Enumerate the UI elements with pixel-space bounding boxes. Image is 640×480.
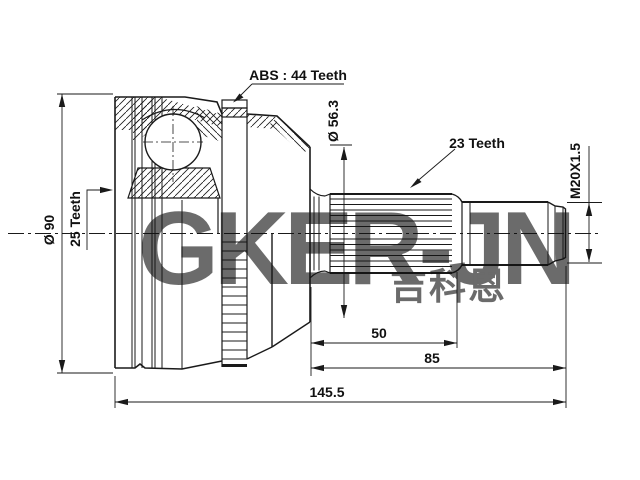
arrow-up xyxy=(585,203,593,216)
shaft-spline-label: 23 Teeth xyxy=(449,135,505,151)
dim-85-label: 85 xyxy=(424,350,440,366)
shaft xyxy=(309,188,567,279)
inner-spline-label: 25 Teeth xyxy=(67,191,83,247)
bell-chamfer-hatch xyxy=(270,117,310,154)
bell-bottom-step xyxy=(246,346,273,360)
inner-race-section xyxy=(127,167,221,199)
race-diameter-label: Ø 56.3 xyxy=(325,100,341,142)
watermark-latin-text: GKER-JN xyxy=(138,191,571,307)
cage-hatch-right xyxy=(196,106,222,142)
dim-total-length xyxy=(114,376,566,408)
arrow-down-left xyxy=(233,93,244,103)
spline-section xyxy=(329,193,471,274)
arrow-right xyxy=(553,364,566,372)
watermark-cjk-text: 吉科恩 xyxy=(390,266,507,307)
arrow-right xyxy=(100,186,113,194)
abs-teeth-label: ABS : 44 Teeth xyxy=(249,67,347,83)
abs-ring-teeth-strip xyxy=(222,241,247,367)
dim-spline-length xyxy=(310,272,458,376)
thread-label: M20X1.5 xyxy=(567,143,583,199)
abs-ring xyxy=(221,99,248,367)
leader-abs xyxy=(233,83,344,103)
watermark: GKER-JN 吉科恩 xyxy=(138,191,576,307)
arrow-down-left xyxy=(410,178,422,188)
arrow-up xyxy=(58,94,66,107)
bell-bottom-chamfer xyxy=(271,234,311,348)
arrow-right xyxy=(444,339,457,347)
leader-shaft-spline xyxy=(410,148,456,188)
arrow-right xyxy=(553,398,566,406)
leader-inner-spline xyxy=(86,186,113,250)
dim-shaft-length xyxy=(311,266,567,408)
labels: ABS : 44 Teeth Ø 90 25 Teeth Ø 56.3 23 T… xyxy=(41,67,583,400)
arrow-left xyxy=(115,398,128,406)
bell-top-edge xyxy=(115,96,311,148)
arrow-left xyxy=(311,339,324,347)
threaded-shaft-section xyxy=(462,201,567,266)
shaft-tip xyxy=(547,201,567,266)
dimensions xyxy=(57,83,602,408)
abs-ring-seat-section xyxy=(221,107,248,118)
shaft-neck-fillets xyxy=(309,188,326,279)
arrow-up xyxy=(340,147,348,160)
bell-wall-hatch-right xyxy=(247,115,277,129)
arrow-left xyxy=(311,364,324,372)
dim-145-label: 145.5 xyxy=(309,384,344,400)
arrow-down xyxy=(585,249,593,262)
dim-outer-diameter xyxy=(57,93,113,374)
arrow-down xyxy=(58,360,66,373)
spline-teeth-lines xyxy=(330,198,452,267)
dim-thread xyxy=(567,146,602,264)
dim-race-diameter xyxy=(330,144,352,318)
arrow-down xyxy=(340,305,348,318)
dim-50-label: 50 xyxy=(371,325,387,341)
outer-diameter-label: Ø 90 xyxy=(41,215,57,246)
cv-ball xyxy=(143,106,203,182)
spline-end-chamfer xyxy=(451,193,463,274)
